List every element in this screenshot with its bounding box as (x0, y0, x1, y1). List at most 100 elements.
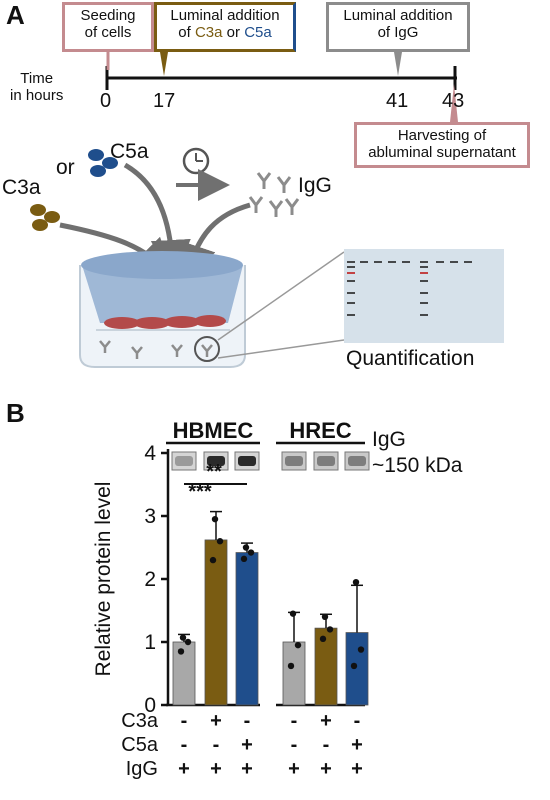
luminal-igg-line1: Luminal addition (343, 7, 453, 24)
blot-band (348, 456, 366, 466)
row-sign: + (320, 758, 332, 780)
y-tick-label: 0 (144, 694, 156, 717)
experiment-illustration (30, 147, 504, 368)
row-sign: + (320, 710, 332, 732)
blot-band (175, 456, 193, 466)
significance-label: *** (188, 481, 212, 503)
data-point (350, 662, 358, 670)
row-label: C3a (121, 710, 159, 732)
data-point (289, 610, 297, 617)
transwell-icon (79, 251, 246, 368)
western-blot-icon (344, 249, 504, 343)
timeline-tick-label-17: 17 (153, 90, 176, 112)
significance-label: ** (206, 461, 222, 483)
row-sign: + (241, 758, 253, 780)
luminal-igg-line2: of IgG (377, 24, 419, 41)
data-point (352, 578, 360, 586)
timeline-tick-label-0: 0 (100, 90, 112, 112)
bar (204, 539, 228, 706)
row-label: IgG (126, 758, 158, 780)
c5a-arrow (123, 162, 191, 280)
row-sign: - (291, 710, 298, 732)
data-point (319, 635, 327, 643)
blot-kda-label: ~150 kDa (372, 454, 463, 477)
data-point (357, 646, 365, 653)
row-sign: - (181, 734, 188, 756)
data-point (240, 555, 248, 563)
panel-a-letter: A (6, 0, 25, 30)
bar (235, 552, 259, 706)
blot-band (317, 456, 335, 466)
row-sign: + (351, 758, 363, 780)
row-sign: + (351, 734, 363, 756)
luminal-c5a-label: C5a (244, 24, 272, 41)
row-sign: - (213, 734, 220, 756)
luminal-c3a-label: C3a (194, 24, 223, 41)
row-label: C5a (121, 734, 159, 756)
c5a-molecule-icon (88, 149, 118, 177)
row-sign: + (241, 734, 253, 756)
luminal-or-label: or (222, 24, 245, 41)
row-sign: - (244, 710, 251, 732)
y-tick-label: 1 (144, 631, 156, 654)
timeline-label-line2: in hours (10, 87, 64, 104)
data-point (294, 641, 302, 649)
row-sign: - (354, 710, 361, 732)
blot-band (285, 456, 303, 466)
group-label: HBMEC (173, 418, 254, 443)
data-point (326, 626, 334, 633)
y-axis-label: Relative protein level (92, 482, 115, 677)
blot-band (207, 456, 225, 466)
luminal-c3a-c5a-prefix: of (178, 24, 195, 41)
data-point (211, 515, 219, 523)
quantification-label: Quantification (346, 347, 475, 370)
c5a-label: C5a (110, 140, 149, 163)
row-sign: + (288, 758, 300, 780)
timeline-label: Time in hours (10, 70, 63, 104)
data-point (247, 549, 255, 556)
y-tick-label: 2 (144, 568, 156, 591)
clock-icon (176, 147, 230, 201)
bar (282, 641, 306, 706)
c3a-label: C3a (2, 176, 41, 199)
luminal-c3a-c5a-box: Luminal addition of C3a or C5a (154, 2, 296, 52)
c3a-molecule-icon (30, 204, 60, 231)
data-point (287, 662, 295, 670)
data-point (242, 544, 250, 551)
igg-molecule-icon (248, 172, 300, 217)
group-label: HREC (289, 418, 351, 443)
timeline-tick-label-43: 43 (442, 90, 465, 112)
data-point (184, 638, 192, 646)
harvest-box: Harvesting of abluminal supernatant (354, 122, 530, 168)
data-point (177, 648, 185, 655)
blot-igg-label: IgG (372, 428, 406, 451)
timeline (105, 52, 458, 122)
luminal-igg-box: Luminal addition of IgG (326, 2, 470, 52)
bar (314, 627, 338, 706)
y-tick-label: 3 (144, 505, 156, 528)
data-point (216, 538, 224, 545)
timeline-tick-label-41: 41 (386, 90, 409, 112)
harvest-line2: abluminal supernatant (368, 144, 516, 161)
y-tick-label: 4 (144, 442, 156, 465)
data-point (209, 556, 217, 564)
luminal-c3a-c5a-line1: Luminal addition (170, 7, 280, 24)
seeding-line2: of cells (84, 24, 132, 41)
row-sign: + (210, 710, 222, 732)
panel-b-letter: B (6, 398, 25, 428)
luminal-c3a-c5a-line2: of C3a or C5a (157, 24, 293, 41)
harvest-line1: Harvesting of (397, 127, 487, 144)
blot-band (238, 456, 256, 466)
seeding-box: Seeding of cells (62, 2, 154, 52)
row-sign: - (181, 710, 188, 732)
row-sign: - (323, 734, 330, 756)
or-label: or (56, 156, 75, 179)
row-sign: + (178, 758, 190, 780)
igg-label: IgG (298, 174, 332, 197)
data-point (321, 613, 329, 620)
data-point (179, 634, 187, 641)
row-sign: - (291, 734, 298, 756)
row-sign: + (210, 758, 222, 780)
timeline-label-line1: Time (20, 70, 54, 87)
